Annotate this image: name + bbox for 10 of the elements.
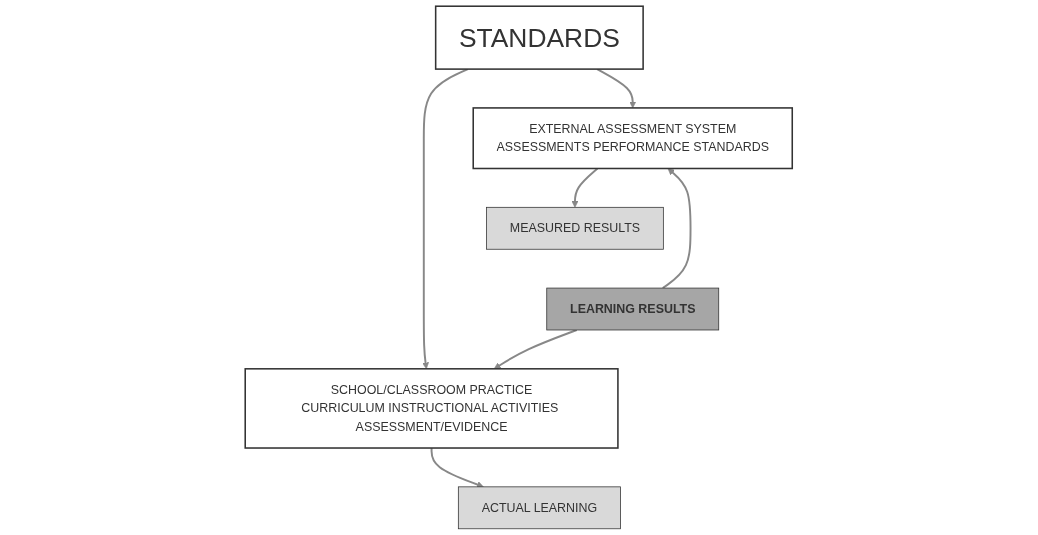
arrow <box>662 168 692 290</box>
node-box: SCHOOL/CLASSROOM PRACTICE CURRICULUM INSTRUCTIONAL ACTIVITIES ASSESSMENT/EVIDENCE <box>244 368 619 449</box>
arrow <box>571 167 599 208</box>
arrow <box>430 447 484 488</box>
node-box: STANDARDS <box>435 5 645 70</box>
node-box: ACTUAL LEARNING <box>458 486 622 530</box>
arrow <box>596 68 637 109</box>
node-box: MEASURED RESULTS <box>486 206 664 250</box>
node-box: LEARNING RESULTS <box>546 287 720 331</box>
node-box: EXTERNAL ASSESSMENT SYSTEM ASSESSMENTS PERFORMANCE STANDARDS <box>472 107 794 170</box>
